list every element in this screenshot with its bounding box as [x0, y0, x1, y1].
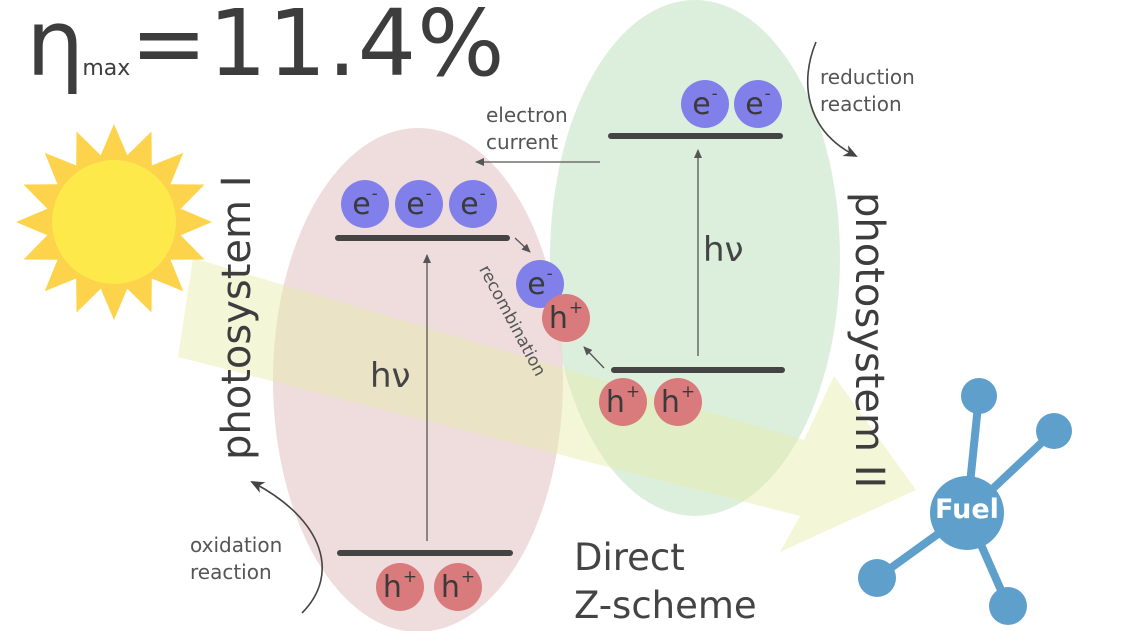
oxidation-reaction-label: oxidation reaction: [190, 533, 283, 584]
ps1-photon-label: hν: [370, 356, 411, 396]
photosystem-1-label: photosystem I: [214, 175, 260, 461]
fuel-label: Fuel: [935, 494, 999, 525]
recombination-arrow-electron: [514, 237, 531, 253]
hole: h+: [599, 378, 647, 426]
fuel-molecule-icon: [858, 378, 1072, 625]
sun-icon: [16, 124, 212, 320]
reduction-reaction-label: reduction reaction: [820, 65, 915, 116]
oxidation-reaction-arrow: [250, 481, 324, 614]
ps2-photon-label: hν: [703, 230, 744, 270]
hole: h+: [654, 378, 702, 426]
scheme-label: Direct Z-scheme: [574, 536, 757, 627]
electron: e-: [341, 180, 389, 228]
reduction-reaction-arrow: [806, 41, 858, 157]
hole: h+: [376, 563, 424, 611]
electron: e-: [449, 180, 497, 228]
electron-current-label: electron current: [486, 103, 568, 154]
recombining-hole: h+: [542, 294, 590, 342]
light-arrow: [178, 258, 916, 552]
photosystem-2-label: photosystem II: [846, 192, 892, 489]
efficiency-label: ηmax=11.4%: [26, 0, 506, 119]
photosystem-1-region: [273, 128, 563, 631]
electron: e-: [734, 80, 782, 128]
electron: e-: [681, 80, 729, 128]
efficiency-value: =11.4%: [130, 0, 506, 97]
electron: e-: [395, 180, 443, 228]
recombination-arrow-hole: [583, 346, 605, 369]
eta-subscript: max: [82, 56, 131, 81]
eta-symbol: η: [26, 0, 85, 97]
hole: h+: [434, 563, 482, 611]
